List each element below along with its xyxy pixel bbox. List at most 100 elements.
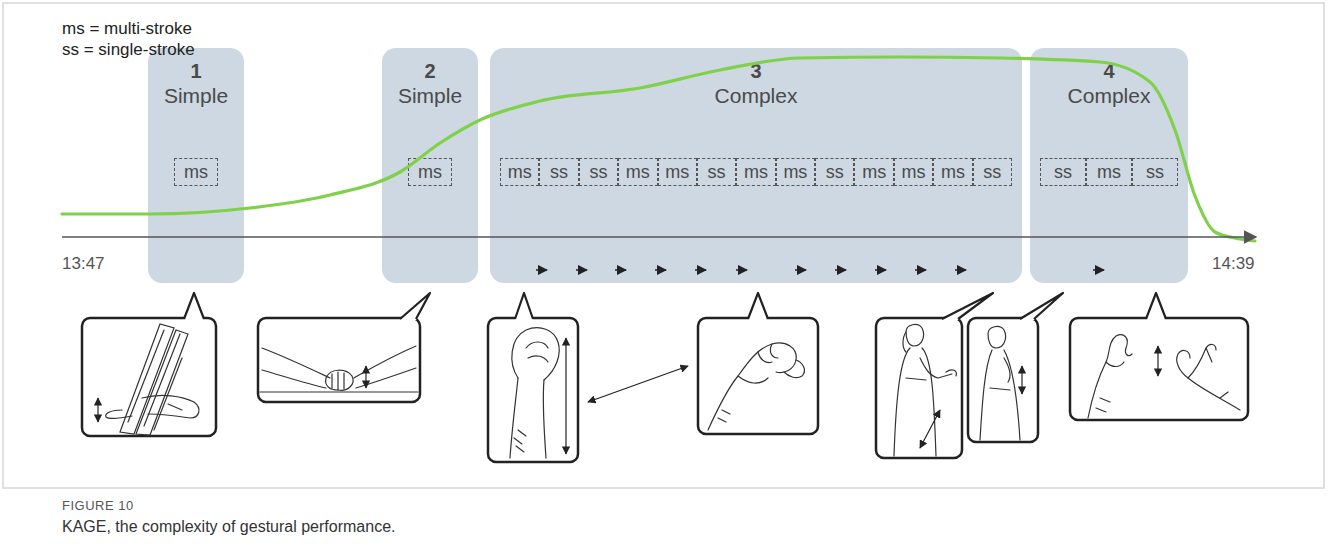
sketch-line [894,348,910,456]
sketch-line [514,430,526,452]
callout-pointer [515,293,533,320]
stroke-type: ms [862,162,886,183]
sketch-line [1177,351,1240,410]
intensity-curve [62,57,1255,241]
gesture-sketch [708,343,804,430]
stroke-type: ms [508,162,532,183]
stroke-type: ss [589,162,607,183]
stroke-box: ms [894,158,933,186]
phase-title: Simple [148,84,244,108]
sketch-line [1220,392,1228,398]
stroke-type: ms [941,162,965,183]
gesture-sketch [1088,335,1240,418]
sketch-line [1188,344,1216,378]
phase-number: 2 [382,60,478,83]
time-axis [62,236,1256,238]
sketch-line [980,350,992,440]
stroke-type: ms [744,162,768,183]
sequence-arrow [835,269,846,271]
stroke-box: ss [579,158,618,186]
stroke-type: ms [783,162,807,183]
callout-pointer [1020,293,1063,319]
stroke-type: ss [983,162,1001,183]
sketch-line [510,378,518,458]
stroke-type: ms [418,162,442,183]
time-stamp: 14:39 [1212,254,1255,274]
sketch-line [988,327,1006,348]
stroke-box: ms [736,158,775,186]
callout-pointer [1146,293,1166,319]
phase-number: 1 [148,60,244,83]
sketch-line [144,334,180,426]
sketch-line [142,395,199,418]
sketch-line [708,343,796,430]
sketch-line [154,358,182,430]
stroke-box: ms [1086,158,1132,186]
sketch-line [356,368,416,388]
illustration-frame [698,318,818,434]
stroke-box: ss [973,158,1012,186]
sketch-line [920,358,952,378]
sequence-arrow [655,269,666,271]
phase-panel: 2Simple ms [382,48,478,283]
stroke-type: ss [1054,162,1072,183]
figure-number: FIGURE 10 [62,498,134,513]
sketch-line [922,348,936,456]
illustration-frame [82,318,216,436]
sketch-line [758,352,772,363]
legend-text: ss = single-stroke [62,40,195,60]
stroke-box: ss [697,158,736,186]
legend-text: ms = multi-stroke [62,19,192,39]
sketch-line [1106,362,1124,367]
callout-pointer [184,293,204,319]
sketch-line [770,344,778,358]
motion-arrow [1157,346,1158,376]
sketch-line [526,342,548,362]
stroke-box: ms [933,158,972,186]
stroke-box: ms [854,158,893,186]
sketch-line [120,324,174,434]
sketch-line [512,328,559,380]
callout-pointer [400,293,430,319]
gesture-sketch [894,325,956,456]
sketch-line [906,378,926,380]
sketch-line [1206,348,1212,362]
phase-panel: 4Complexssmsss [1030,48,1188,283]
figure-caption: KAGE, the complexity of gestural perform… [62,518,395,536]
sequence-arrow [736,269,747,271]
stroke-box: ms [174,158,218,186]
stroke-type: ms [665,162,689,183]
gesture-sketch [510,328,566,458]
sketch-line [946,370,956,376]
sketch-line [136,330,188,435]
motion-arrow [920,410,940,448]
sketch-line [354,346,416,378]
time-stamp: 13:47 [62,254,105,274]
sketch-line [738,376,768,383]
sequence-arrow [695,269,706,271]
stroke-type: ss [826,162,844,183]
figure-frame [3,3,1324,488]
gesture-sketch [980,327,1022,440]
stroke-type: ss [708,162,726,183]
sketch-line [106,410,132,419]
sketch-line [332,372,344,390]
motion-arrow [588,366,688,402]
stroke-type: ms [1097,162,1121,183]
sketch-line [1004,350,1020,440]
sketch-line [1096,398,1110,412]
phase-title: Simple [382,84,478,108]
sketch-line [128,330,164,422]
sketch-line [903,332,906,352]
stroke-type: ms [902,162,926,183]
callout-pointer [942,293,993,319]
illustration-frame [1070,318,1248,420]
sketch-line [906,325,924,346]
sequence-arrow [536,269,547,271]
sketch-line [262,370,326,388]
sequence-arrow [615,269,626,271]
callout-pointer [748,293,768,320]
stroke-type: ss [1146,162,1164,183]
stroke-box: ss [539,158,578,186]
motion-arrow [565,338,566,454]
